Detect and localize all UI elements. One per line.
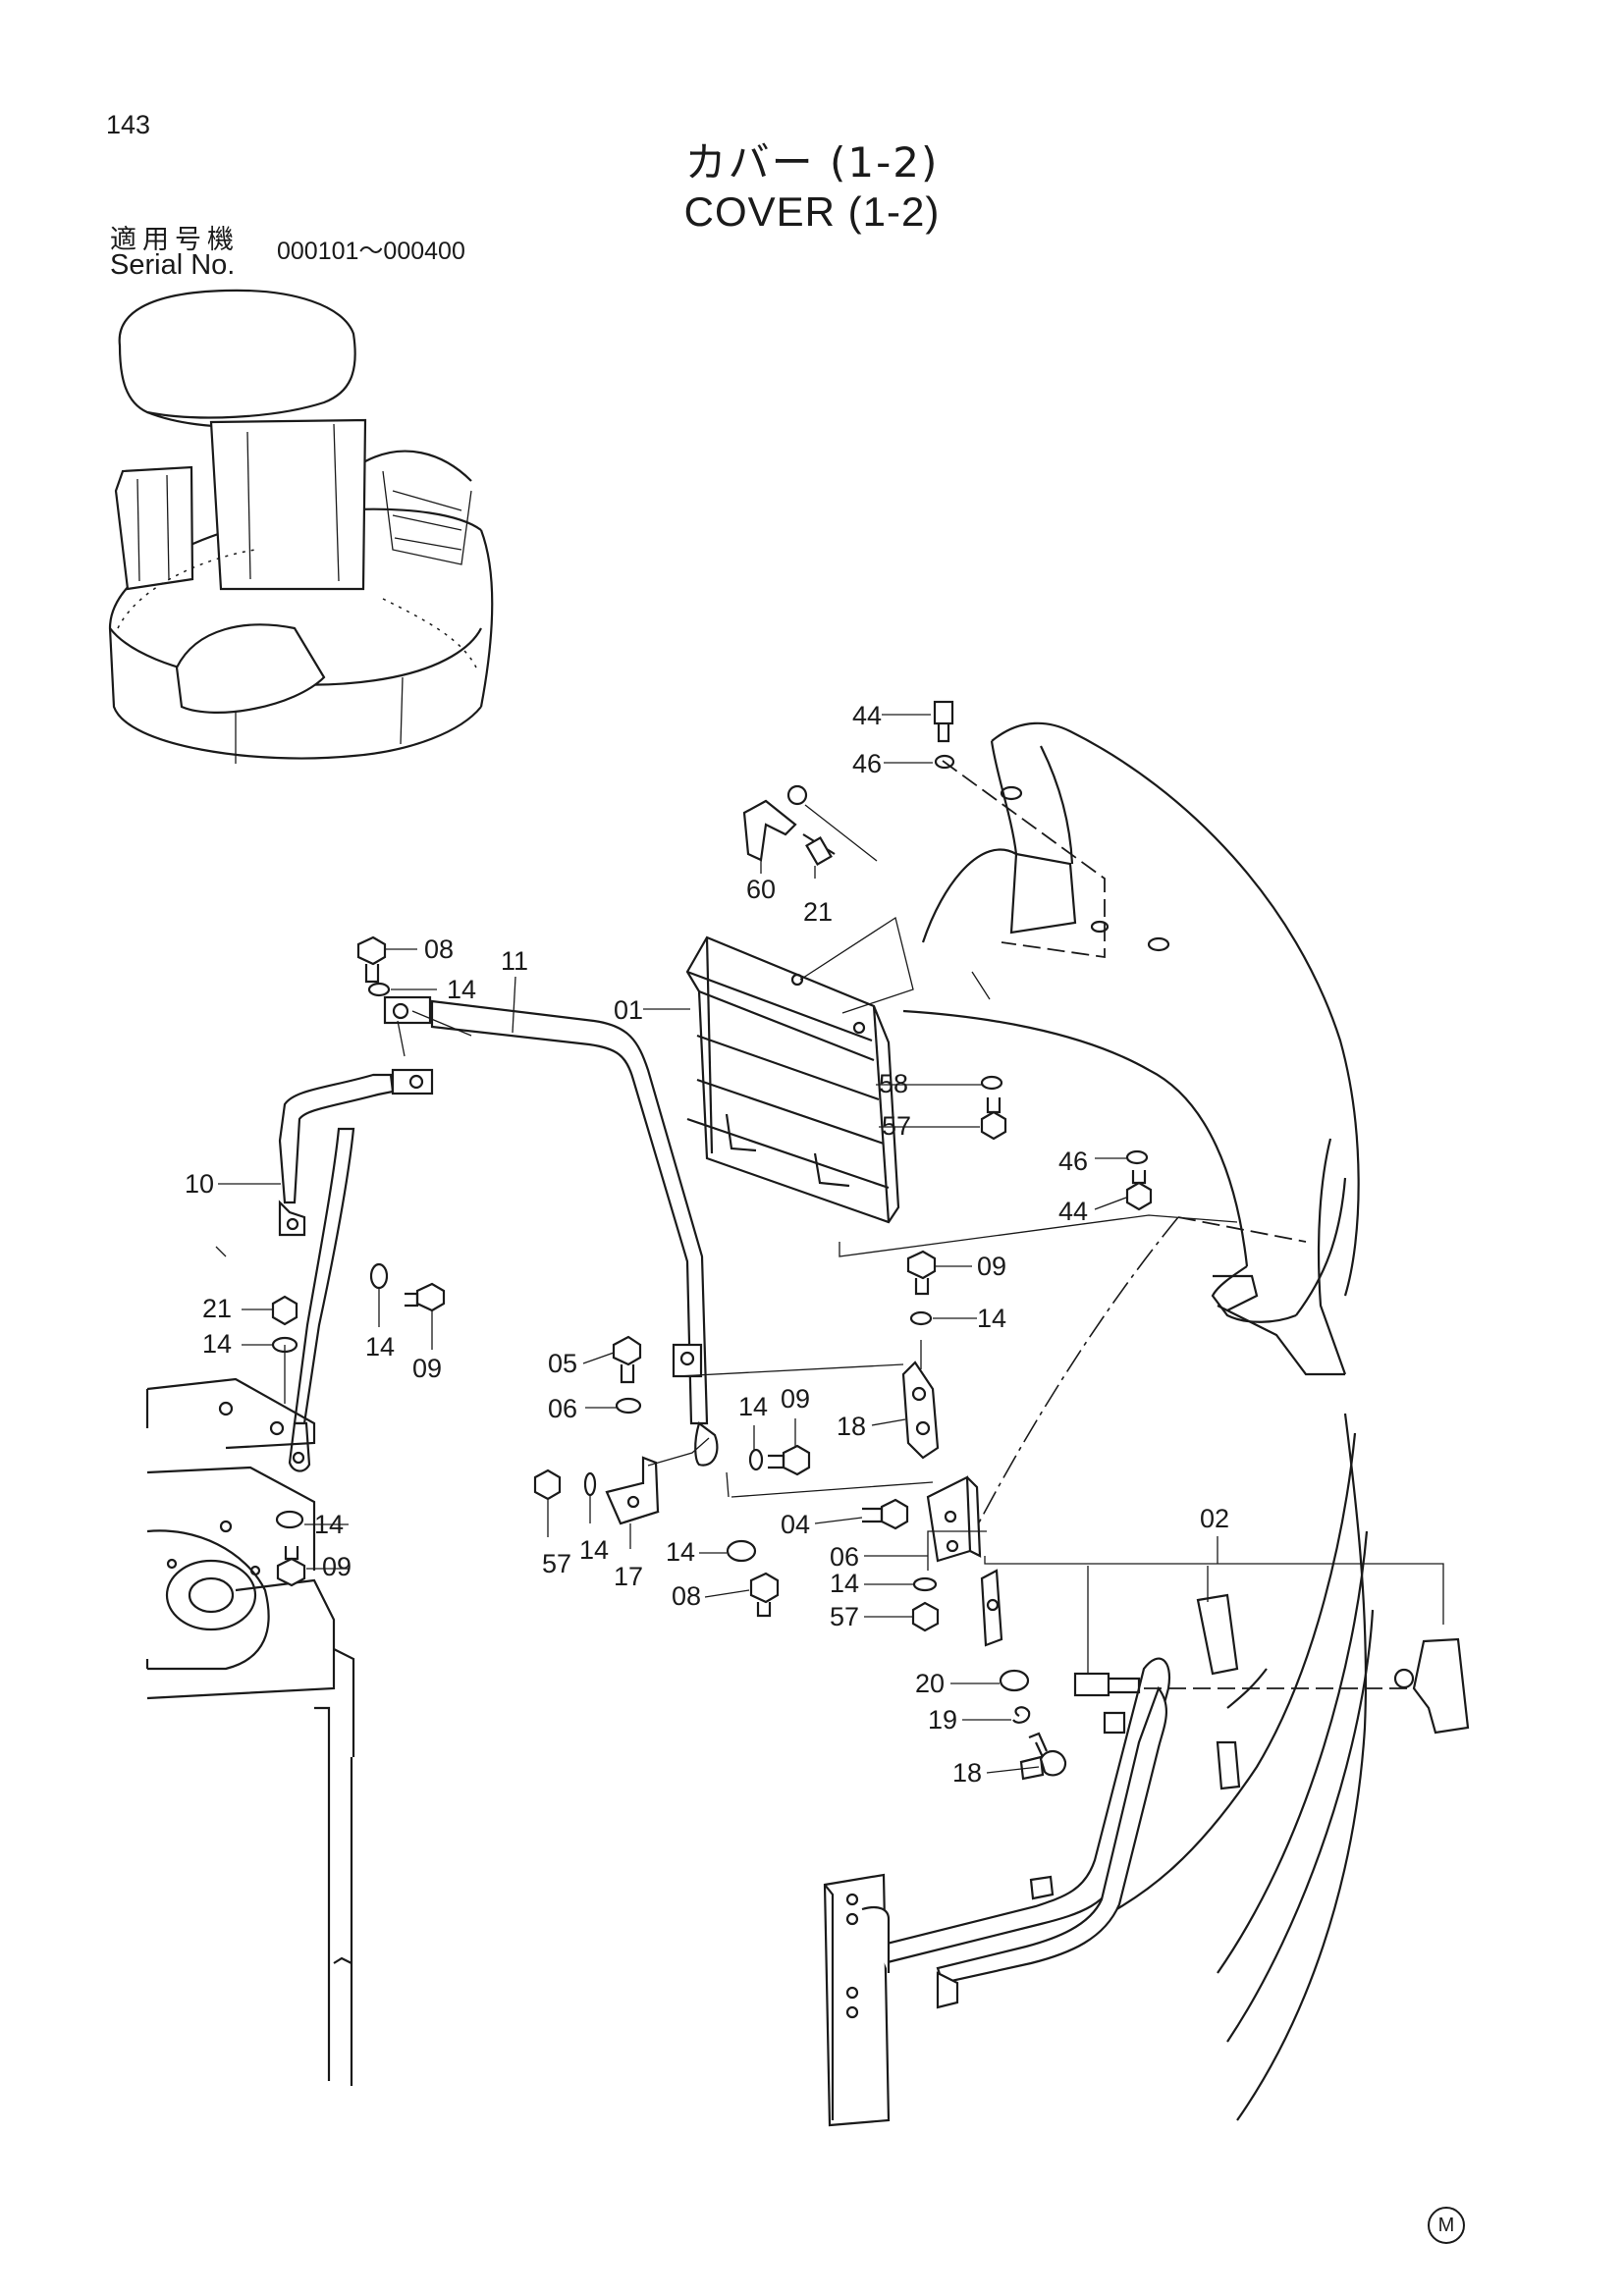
callout-label: 06 [830,1542,859,1572]
bolt-icon [415,1282,446,1312]
washer-icon [980,1075,1003,1091]
machine-overview-sketch [108,289,494,764]
washer-icon [912,1576,938,1592]
fasteners [271,935,1153,1777]
washer-icon [1125,1149,1149,1165]
nut-icon [911,1601,940,1632]
bolt-icon [356,935,387,966]
callout-label: 17 [614,1562,643,1591]
bolt-icon [782,1444,811,1476]
washer-icon [615,1397,642,1415]
washer-icon [369,1262,389,1290]
serial-label-english: Serial No. [110,249,236,281]
bolt-44-top [933,700,955,770]
callout-label: 60 [746,875,776,904]
callout-label: 14 [666,1537,695,1567]
callout-label: 08 [424,934,454,964]
washer-icon [909,1310,933,1326]
spring-washer-icon [1012,1706,1031,1724]
callout-label: 06 [548,1394,577,1423]
washer-icon [748,1448,764,1471]
bolt-icon [880,1498,909,1530]
callout-label: 46 [1058,1147,1088,1176]
bolt-icon [749,1572,780,1604]
callout-label: 21 [202,1294,232,1323]
callout-label: 11 [501,946,528,976]
callout-label: 46 [852,749,882,778]
callout-label: 44 [852,701,882,730]
callout-label: 19 [928,1705,957,1735]
washer-icon [726,1539,757,1563]
page-title-japanese: カバー (1-2) [684,138,940,187]
callout-label: 58 [879,1069,908,1098]
callout-label: 01 [614,995,643,1025]
serial-label-japanese: 適用号機 [110,225,240,255]
callout-label: 14 [447,975,476,1004]
washer-icon [583,1471,597,1497]
manufacturer-mark: M [1428,2207,1465,2244]
callout-label: 14 [977,1304,1006,1333]
cover-panel [902,721,1360,1376]
callout-label: 57 [830,1602,859,1631]
callout-label: 14 [830,1569,859,1598]
bracket-part-16 [605,1456,660,1525]
support-rod-part-10 [278,1068,434,1472]
washer-icon [999,1669,1030,1692]
page-number: 143 [106,110,151,139]
bolt-icon [1039,1750,1067,1777]
callout-label: 14 [365,1332,395,1362]
callout-label: 09 [322,1552,352,1581]
callout-label: 57 [542,1549,571,1578]
nut-icon [533,1468,562,1501]
callout-label: 14 [579,1535,609,1565]
page-title-english: COVER (1-2) [683,188,941,235]
callout-label: 04 [781,1510,810,1539]
callout-label: 18 [952,1758,982,1788]
base-frame [145,1377,355,2086]
grille-part-01 [685,935,900,1224]
bracket-part-06 [926,1475,982,1563]
bracket-part-60 [742,784,836,867]
bolt-icon [1125,1181,1153,1211]
callout-label: 20 [915,1669,945,1698]
bolt-icon [276,1557,306,1587]
bolt-icon [612,1335,642,1366]
callout-label: 21 [803,897,833,927]
callout-label: 57 [882,1111,911,1141]
callout-label: 09 [781,1384,810,1414]
serial-range: 000101～000400 [277,238,465,265]
callout-label: 10 [185,1169,214,1199]
washer-icon [275,1510,304,1529]
callout-label: 14 [202,1329,232,1359]
nut-icon [271,1295,298,1326]
callout-label: 09 [412,1354,442,1383]
callout-label: 09 [977,1252,1006,1281]
bolt-icon [906,1250,937,1280]
leader-lines [215,804,1444,1689]
callout-label: 05 [548,1349,577,1378]
bracket-part-17 [901,1361,940,1460]
support-rod-part-11 [383,995,719,1467]
callout-label: 18 [837,1412,866,1441]
callout-label: 44 [1058,1197,1088,1226]
callout-label: 02 [1200,1504,1229,1533]
bolt-icon [980,1110,1007,1141]
callout-label: 08 [672,1581,701,1611]
callout-labels: 44 46 60 21 08 14 11 01 58 57 46 44 10 [185,701,1229,1788]
washer-icon [367,982,391,997]
latch-part-02 [980,1569,1141,1697]
lower-cover-and-handrail [823,1413,1470,2127]
callout-label: 14 [738,1392,768,1421]
